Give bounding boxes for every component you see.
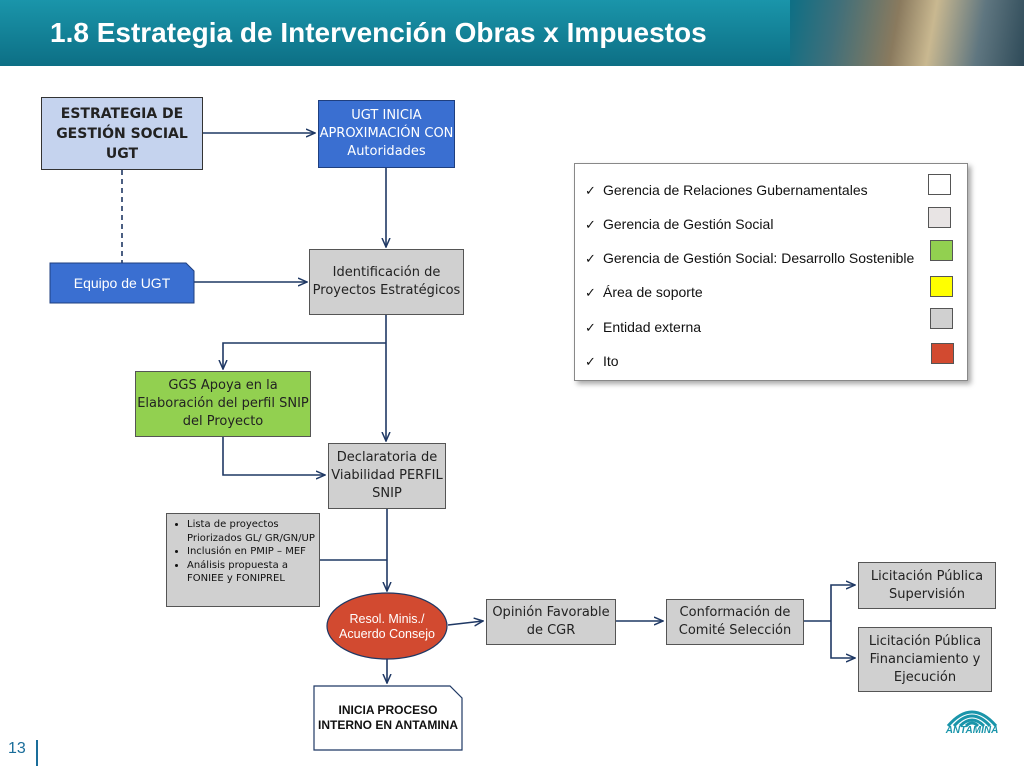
logo-text: ANTAMINA — [945, 725, 999, 736]
node-ugt-inicia: UGT INICIA APROXIMACIÓN CON Autoridades — [318, 100, 455, 168]
page-number: 13 — [8, 740, 26, 757]
legend-item: ✓ Ito — [585, 353, 619, 370]
slide-title: 1.8 Estrategia de Intervención Obras x I… — [50, 17, 707, 48]
node-ugt-inicia-label: UGT INICIA APROXIMACIÓN CON Autoridades — [319, 108, 454, 159]
legend-item: ✓ Gerencia de Gestión Social: Desarrollo … — [585, 250, 914, 267]
node-equipo-ugt: Equipo de UGT — [73, 275, 171, 291]
resol-oval — [326, 592, 448, 660]
bullet-item: Análisis propuesta a FONIEE y FONIPREL — [187, 559, 315, 586]
node-conformacion-label: Conformación de Comité Selección — [678, 605, 792, 638]
slide-header: 1.8 Estrategia de Intervención Obras x I… — [0, 0, 1024, 66]
equipo-ugt-shape — [49, 262, 195, 304]
legend-item: ✓ Entidad externa — [585, 319, 701, 336]
legend-swatch — [931, 343, 954, 364]
node-licitacion-financiamiento: Licitación Pública Financiamiento y Ejec… — [858, 627, 992, 692]
legend-swatch — [930, 240, 953, 261]
node-licitacion-supervision: Licitación Pública Supervisión — [858, 562, 996, 609]
node-declaratoria-label: Declaratoria de Viabilidad PERFIL SNIP — [331, 450, 443, 501]
node-ggs-label: GGS Apoya en la Elaboración del perfil S… — [137, 378, 309, 429]
node-estrategia-label: ESTRATEGIA DE GESTIÓN SOCIAL UGT — [56, 105, 188, 162]
node-licitacion-supervision-label: Licitación Pública Supervisión — [870, 568, 984, 602]
header-photo — [790, 0, 1024, 66]
node-inicia-proceso: INICIA PROCESO INTERNO EN ANTAMINA — [318, 703, 458, 732]
legend-label: Gerencia de Gestión Social: Desarrollo S… — [603, 250, 915, 266]
legend-box: ✓Gerencia de Relaciones Gubernamentales … — [574, 163, 968, 381]
arrow-resol-opinion — [447, 621, 483, 625]
node-ggs-apoya: GGS Apoya en la Elaboración del perfil S… — [135, 371, 311, 437]
page-number-divider — [36, 740, 38, 766]
legend-item: ✓ Área de soporte — [585, 284, 703, 301]
arrow-identificacion-ggs — [223, 342, 386, 369]
antamina-logo-icon — [946, 710, 998, 728]
node-identificacion-label: Identificación de Proyectos Estratégicos — [312, 265, 461, 298]
node-declaratoria: Declaratoria de Viabilidad PERFIL SNIP — [328, 443, 446, 509]
legend-label: Entidad externa — [603, 319, 702, 335]
legend-label: Gerencia de Relaciones Gubernamentales — [603, 182, 868, 198]
arrow-to-financiamiento — [830, 621, 855, 658]
node-identificacion: Identificación de Proyectos Estratégicos — [309, 249, 464, 315]
node-opinion-label: Opinión Favorable de CGR — [492, 605, 610, 638]
node-estrategia-gestion-social: ESTRATEGIA DE GESTIÓN SOCIAL UGT — [41, 97, 203, 170]
bullet-item: Lista de proyectos Priorizados GL/ GR/GN… — [187, 518, 315, 545]
node-opinion-favorable: Opinión Favorable de CGR — [486, 599, 616, 645]
check-icon: ✓ — [585, 320, 596, 335]
legend-swatch — [928, 174, 951, 195]
arrow-to-supervision — [830, 585, 855, 621]
bullet-item: Inclusión en PMIP – MEF — [187, 545, 315, 559]
bullet-box: Lista de proyectos Priorizados GL/ GR/GN… — [166, 513, 320, 607]
legend-swatch — [930, 276, 953, 297]
check-icon: ✓ — [585, 183, 596, 198]
node-conformacion-comite: Conformación de Comité Selección — [666, 599, 804, 645]
check-icon: ✓ — [585, 285, 596, 300]
bullet-list: Lista de proyectos Priorizados GL/ GR/GN… — [175, 518, 315, 586]
node-licitacion-financiamiento-label: Licitación Pública Financiamiento y Ejec… — [868, 633, 982, 685]
legend-label: Ito — [603, 353, 619, 369]
legend-item: ✓ Gerencia de Gestión Social — [585, 216, 773, 233]
legend-label: Área de soporte — [603, 284, 703, 300]
legend-label: Gerencia de Gestión Social — [603, 216, 774, 232]
node-resol: Resol. Minis./ Acuerdo Consejo — [339, 611, 435, 641]
legend-swatch — [930, 308, 953, 329]
check-icon: ✓ — [585, 354, 596, 369]
legend-swatch — [928, 207, 951, 228]
check-icon: ✓ — [585, 251, 596, 266]
inicia-proceso-shape — [313, 685, 463, 751]
legend-item: ✓ Gerencia de Relaciones Gubernamentales — [585, 182, 868, 199]
check-icon: ✓ — [585, 217, 596, 232]
arrow-ggs-declaratoria — [222, 437, 325, 475]
